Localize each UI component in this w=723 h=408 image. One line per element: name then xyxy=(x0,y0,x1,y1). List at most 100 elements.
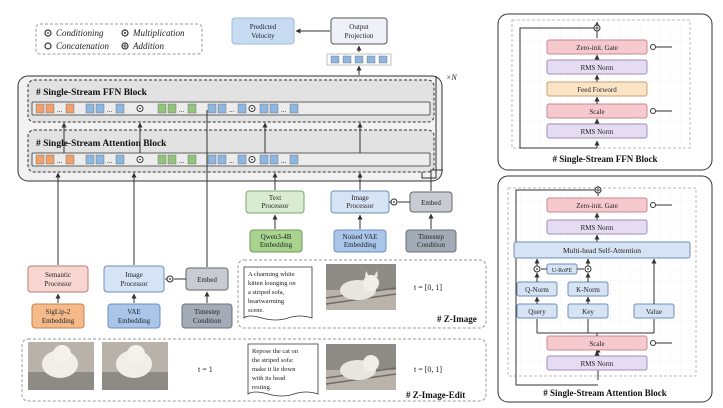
image-processor-right-line2: Processor xyxy=(346,202,374,210)
times-n-label: ×N xyxy=(446,73,457,82)
token xyxy=(187,103,197,114)
image-processor-left-line2: Processor xyxy=(120,280,148,288)
z-image-edit-prompt-line3: make it lie down xyxy=(252,366,296,373)
output-token xyxy=(330,55,340,64)
output-projection-box xyxy=(330,17,388,45)
noised-vae-box xyxy=(333,229,387,253)
ffn-detail-layer-label: Scale xyxy=(589,108,604,116)
ellipsis-label: ... xyxy=(281,157,287,165)
token xyxy=(95,103,105,114)
ellipsis-label: ... xyxy=(281,106,287,114)
text-processor-box xyxy=(245,190,305,214)
ellipsis-label: ... xyxy=(57,106,63,114)
ffn-detail-title: # Single-Stream FFN Block xyxy=(552,154,657,164)
attention-block-title: # Single-Stream Attention Block xyxy=(36,139,167,149)
attn-query-label: Query xyxy=(528,308,546,316)
token xyxy=(65,154,75,165)
z-image-edit-t-range: t = [0, 1] xyxy=(414,365,442,374)
z-image-edit-prompt-line2: the striped sofa: xyxy=(252,357,294,364)
semantic-processor-line1: Semantic xyxy=(45,271,71,279)
output-token xyxy=(342,55,352,64)
semantic-processor-line2: Processor xyxy=(44,280,72,288)
timestep-left-line2: Condition xyxy=(193,317,222,325)
z-image-edit-prompt-line5: resting. xyxy=(252,384,272,391)
output-token xyxy=(354,55,364,64)
ellipsis-label: ... xyxy=(107,106,113,114)
token xyxy=(167,154,177,165)
timestep-right-line2: Condition xyxy=(417,241,446,249)
z-image-edit-panel: t = 1 Repose the cat on the striped sofa… xyxy=(21,338,487,402)
token xyxy=(289,103,299,114)
timestep-right-line1: Timestep xyxy=(418,233,444,241)
token xyxy=(65,103,75,114)
ffn-block-title: # Single-Stream FFN Block xyxy=(36,88,148,98)
token xyxy=(85,154,95,165)
legend-conditioning: Conditioning xyxy=(56,28,104,38)
legend-concatenation: Concatenation xyxy=(56,41,109,51)
z-image-cat-photo xyxy=(325,264,397,310)
right-processors: Text Processor Image Processor Embed Qwe… xyxy=(245,169,457,253)
output-section: Predicted Velocity Output Projection xyxy=(231,17,392,75)
z-image-prompt-box xyxy=(243,266,313,321)
z-image-panel: A charming white kitten lounging on a st… xyxy=(237,259,487,329)
predicted-velocity-box xyxy=(231,17,295,45)
attn-rms-bottom-label: RMS Norm xyxy=(581,360,614,368)
attention-detail-panel: Zero-init. Gate RMS Norm Multi-head Self… xyxy=(497,175,713,403)
vae-line2: Embedding xyxy=(118,317,151,325)
ellipsis-label: ... xyxy=(229,106,235,114)
output-projection-line1: Output xyxy=(349,23,369,31)
edit-source-photo-1 xyxy=(28,342,94,390)
attention-detail-title: # Single-Stream Attention Block xyxy=(543,388,667,398)
attn-urope-label: U-RoPE xyxy=(552,268,573,274)
attn-rms-top-label: RMS Norm xyxy=(581,224,614,232)
siglip-line1: SigLip-2 xyxy=(46,308,71,316)
z-image-edit-prompt-line1: Repose the cat on xyxy=(252,348,299,355)
attn-qnorm-label: Q-Norm xyxy=(525,286,549,294)
qwen-line1: Qwen3-4B xyxy=(261,233,292,241)
ellipsis-label: ... xyxy=(229,157,235,165)
ellipsis-label: ... xyxy=(179,106,185,114)
timestep-left-box xyxy=(181,303,233,329)
ffn-token-row: ............... xyxy=(31,101,431,116)
vae-embedding-box xyxy=(107,303,161,329)
timestep-right-box xyxy=(405,229,457,253)
attn-mhsa-box xyxy=(513,241,691,259)
stack-arrows xyxy=(61,76,437,179)
ffn-detail-layer-label: Zero-init. Gate xyxy=(576,44,618,52)
token xyxy=(35,103,45,114)
token xyxy=(237,103,247,114)
ellipsis-label: ... xyxy=(179,157,185,165)
z-image-edit-t-one: t = 1 xyxy=(198,365,213,374)
edit-target-photo xyxy=(325,344,397,390)
z-image-t-range: t = [0, 1] xyxy=(414,283,442,292)
left-processors: Semantic Processor Image Processor Embed… xyxy=(27,110,233,329)
token xyxy=(45,103,55,114)
text-processor-line2: Processor xyxy=(261,202,289,210)
image-processor-left-line1: Image xyxy=(125,271,143,279)
output-token xyxy=(378,55,388,64)
legend-multiplication: Multiplication xyxy=(132,28,185,38)
ffn-detail-layer-label: RMS Norm xyxy=(581,128,614,136)
token xyxy=(45,154,55,165)
token xyxy=(157,103,167,114)
edit-source-photo-2 xyxy=(102,342,168,390)
ellipsis-label: ... xyxy=(57,157,63,165)
z-image-prompt-line5: scene. xyxy=(248,307,264,314)
attn-mhsa-label: Multi-head Self-Attention xyxy=(563,246,641,255)
noised-vae-line2: Embedding xyxy=(344,241,377,249)
token xyxy=(269,103,279,114)
token xyxy=(217,103,227,114)
attn-value-label: Value xyxy=(646,308,662,316)
predicted-velocity-line2: Velocity xyxy=(251,32,275,40)
output-token-row xyxy=(326,53,392,66)
token xyxy=(259,154,269,165)
ffn-block xyxy=(27,79,435,123)
noised-vae-line1: Noised VAE xyxy=(343,233,378,241)
main-block-stack: ×N # Single-Stream FFN Block ...........… xyxy=(17,73,457,182)
ffn-detail-layer-label: Feed Forword xyxy=(577,86,617,94)
attn-key-label: Key xyxy=(582,308,594,316)
token xyxy=(35,154,45,165)
siglip-embedding-box xyxy=(31,303,85,329)
